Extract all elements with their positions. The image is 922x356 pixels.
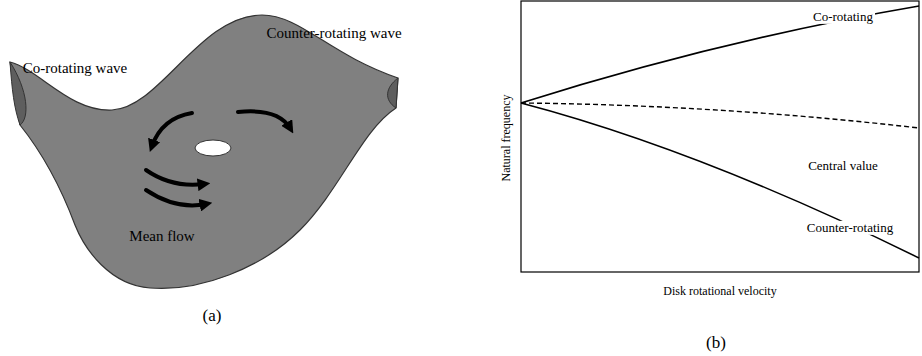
- curve-label: Counter-rotating: [805, 221, 895, 235]
- central-curve: [521, 103, 919, 128]
- wave-label: Co-rotating wave: [23, 60, 128, 77]
- disk-fold: [388, 78, 398, 108]
- curve-label: Co-rotating: [811, 10, 875, 24]
- frequency-plot: [521, 1, 919, 272]
- flow-label: Mean flow: [129, 228, 194, 245]
- mean-flow-arrow: [146, 170, 204, 185]
- wavy-disk: [10, 15, 398, 288]
- disk-hole: [195, 140, 231, 156]
- panel-label: (a): [203, 307, 222, 326]
- axis-title: Disk rotational velocity: [661, 285, 778, 298]
- counter-rotating-curve: [521, 103, 919, 258]
- curve-label: Central value: [806, 159, 880, 173]
- disk-surface: [10, 15, 398, 288]
- counter-rotating-arrow: [238, 111, 290, 128]
- axis-title: Natural frequency: [500, 93, 513, 184]
- mean-flow-arrow: [146, 190, 206, 205]
- co-rotating-arrow: [152, 113, 192, 146]
- co-rotating-curve: [521, 6, 919, 103]
- panel-label: (b): [706, 334, 726, 353]
- plot-frame: [521, 1, 919, 272]
- flow-arrows: [146, 111, 290, 205]
- wave-label: Counter-rotating wave: [266, 25, 401, 42]
